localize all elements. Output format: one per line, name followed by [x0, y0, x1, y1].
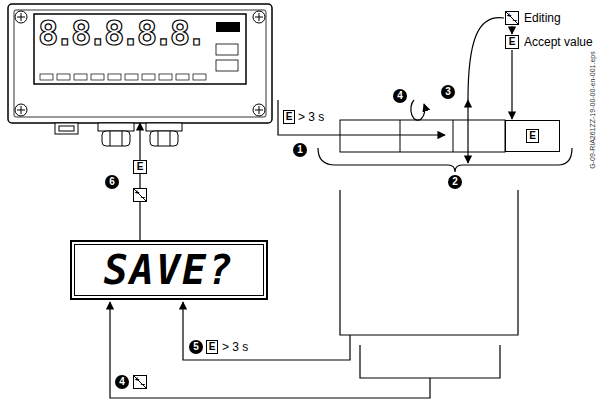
key-letter: E: [286, 112, 293, 122]
key-letter: E: [509, 37, 516, 47]
flow-arrows: [110, 18, 572, 398]
action-text: Accept value: [524, 36, 593, 48]
callout-number: 4: [393, 89, 407, 103]
key-sign: −: [513, 17, 518, 25]
action-text: Editing: [524, 12, 561, 24]
device-housing: [8, 4, 272, 123]
flow-connector: [139, 123, 140, 240]
file-name: G-09-RIA261ZZ-19-00-00-en-001.eps: [589, 51, 596, 169]
key-sign: −: [141, 194, 146, 202]
key-sign: +: [507, 12, 512, 20]
node-text: SAVE?: [104, 250, 234, 290]
key-sign: +: [135, 189, 140, 197]
node-text: E: [526, 129, 539, 143]
menu-cell: E: [505, 120, 560, 152]
key-letter: E: [137, 162, 144, 172]
callout-number: 3: [441, 85, 455, 99]
key-sign: +: [135, 376, 140, 384]
callout-number: 2: [448, 175, 462, 189]
callout-number: 4: [115, 375, 129, 389]
callout-number: 5: [189, 340, 203, 354]
duration-text: > 3 s: [298, 111, 324, 123]
callout-number: 6: [105, 175, 119, 189]
device-display: 8.8.8.8.8.: [8, 4, 272, 123]
callout-number: 1: [293, 143, 307, 157]
cable-glands: [55, 123, 182, 146]
menu-row: [340, 120, 505, 152]
key-letter: E: [209, 342, 216, 352]
key-sign: −: [141, 381, 146, 389]
save-display: SAVE?: [70, 240, 268, 300]
node-text: 8.8.8.8.8.: [38, 16, 203, 50]
duration-text: > 3 s: [222, 341, 248, 353]
